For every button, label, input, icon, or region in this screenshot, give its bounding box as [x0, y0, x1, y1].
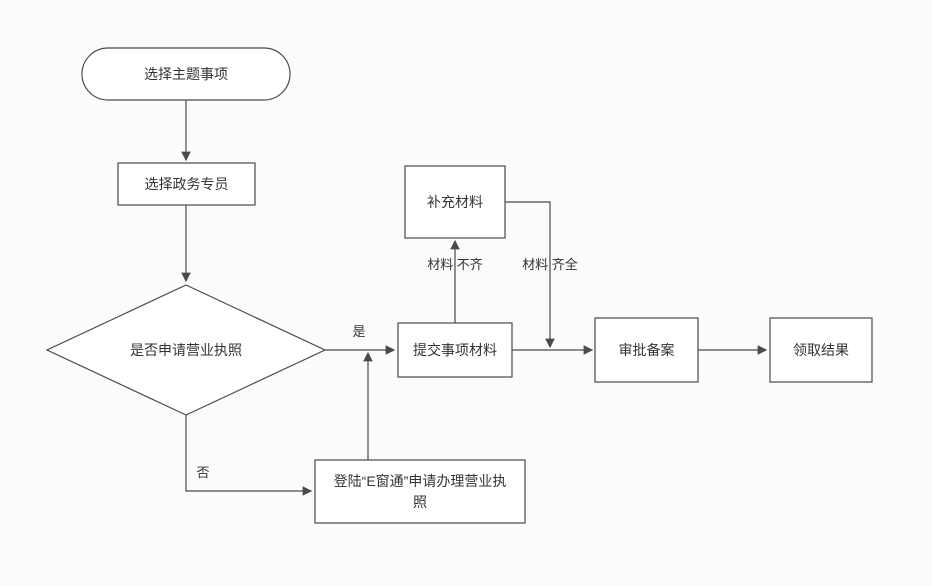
supplement-materials-node-shape	[404, 165, 506, 239]
receive-result-node-shape	[769, 317, 873, 383]
ewindow-login-node-shape	[314, 459, 526, 524]
start-node-shape	[81, 47, 291, 101]
edge-supplement-to-approval-path	[505, 201, 555, 349]
approval-record-node-shape	[594, 317, 699, 383]
select-specialist-node-shape	[117, 162, 256, 206]
edge-decision-no-to-ewindow	[185, 415, 313, 496]
decision-license-diamond-shape	[45, 284, 327, 416]
submit-materials-node-shape	[397, 322, 513, 378]
